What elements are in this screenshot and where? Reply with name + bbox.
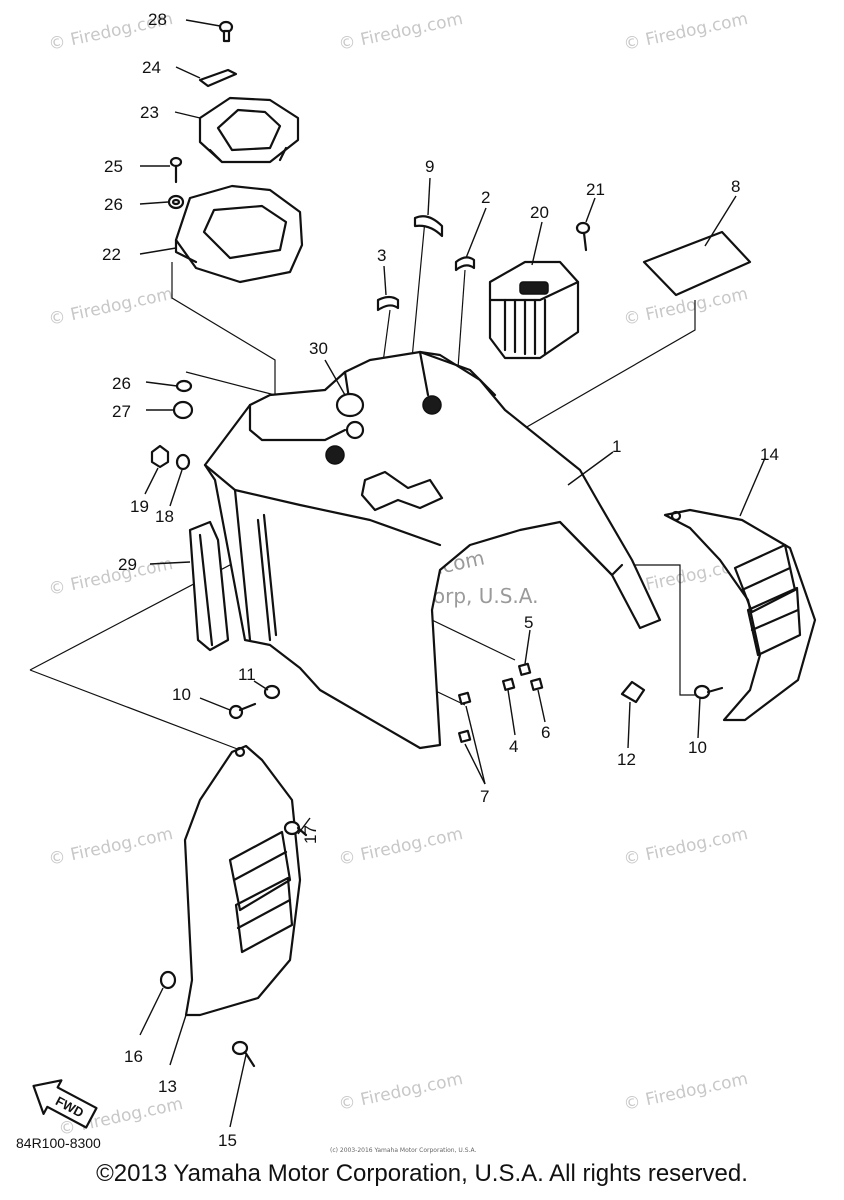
part-1-front-cover xyxy=(203,350,662,750)
part-10-bolt-right xyxy=(693,684,724,700)
callout-21: 21 xyxy=(586,180,605,199)
callout-22: 22 xyxy=(102,245,121,264)
part-23-bezel xyxy=(198,96,300,164)
watermark: © Firedog.com xyxy=(47,284,175,330)
callout-15: 15 xyxy=(218,1131,237,1150)
part-27-grommet xyxy=(172,400,194,420)
callout-27: 27 xyxy=(112,402,131,421)
callout-19: 19 xyxy=(130,497,149,516)
callout-11: 11 xyxy=(238,665,256,684)
tiny-copyright-notice: (c) 2003-2016 Yamaha Motor Corporation, … xyxy=(330,1147,476,1154)
callout-12: 12 xyxy=(617,750,636,769)
watermark: © Firedog.com xyxy=(622,1069,750,1115)
part-19-nut xyxy=(150,444,170,469)
callout-10-left: 10 xyxy=(172,685,191,704)
part-10-bolt-left xyxy=(228,702,257,720)
part-8-label xyxy=(642,230,752,297)
part-25-bolt xyxy=(169,156,183,184)
part-12-clip xyxy=(620,680,646,704)
callout-20: 20 xyxy=(530,203,549,222)
leader-lines xyxy=(139,19,766,1128)
diagram-code: 84R100-8300 xyxy=(16,1135,101,1151)
watermark: © Firedog.com xyxy=(47,554,175,600)
copyright-footer: ©2013 Yamaha Motor Corporation, U.S.A. A… xyxy=(96,1160,748,1187)
part-9-clip xyxy=(413,215,444,238)
callout-24: 24 xyxy=(142,58,161,77)
watermark: © Firedog.com xyxy=(47,824,175,870)
callout-14: 14 xyxy=(760,445,779,464)
callout-29: 29 xyxy=(118,555,137,574)
watermark: © Firedog.com xyxy=(337,9,465,55)
part-26-nut-lower xyxy=(175,379,193,393)
callout-28: 28 xyxy=(148,10,167,29)
part-13-left-cover xyxy=(183,744,302,1017)
part-21-screw xyxy=(575,221,591,252)
part-26-nut xyxy=(167,194,185,210)
watermark: © Firedog.com xyxy=(622,824,750,870)
callout-numbers: 28 24 23 25 26 22 9 2 3 20 21 8 30 26 27… xyxy=(102,10,779,1150)
watermark: © Firedog.com xyxy=(622,9,750,55)
part-29-bracket xyxy=(188,520,230,652)
callout-1: 1 xyxy=(612,437,621,456)
part-11-washer xyxy=(263,684,281,700)
callout-16: 16 xyxy=(124,1047,143,1066)
part-28-screw xyxy=(218,20,234,43)
callout-4: 4 xyxy=(509,737,518,756)
callout-9: 9 xyxy=(425,157,434,176)
part-24-plate xyxy=(198,68,238,88)
callout-23: 23 xyxy=(140,103,159,122)
part-18-washer xyxy=(175,453,191,471)
callout-6: 6 xyxy=(541,723,550,742)
callout-26-upper: 26 xyxy=(104,195,123,214)
callout-10-right: 10 xyxy=(688,738,707,757)
part-16-grommet xyxy=(159,970,177,990)
part-22-bezel xyxy=(174,184,304,284)
part-30-knob xyxy=(335,392,365,418)
callout-26-lower: 26 xyxy=(112,374,131,393)
part-17-screw xyxy=(283,820,308,837)
part-4-clip xyxy=(502,677,516,691)
part-5-clip xyxy=(518,662,532,676)
part-7-clip-a xyxy=(458,691,472,705)
callout-8: 8 xyxy=(731,177,740,196)
callout-7: 7 xyxy=(480,787,489,806)
callout-25: 25 xyxy=(104,157,123,176)
part-3-clip xyxy=(376,295,400,312)
callout-5: 5 xyxy=(524,613,533,632)
watermark: © Firedog.com xyxy=(337,1069,465,1115)
callout-18: 18 xyxy=(155,507,174,526)
callout-13: 13 xyxy=(158,1077,177,1096)
part-7-clip-b xyxy=(458,729,472,743)
watermark: © Firedog.com xyxy=(337,824,465,870)
part-14-right-cover xyxy=(663,508,817,722)
part-2-clip xyxy=(454,256,476,272)
callout-17: 17 xyxy=(301,825,320,844)
callout-30: 30 xyxy=(309,339,328,358)
part-15-bolt xyxy=(231,1040,256,1068)
callout-3: 3 xyxy=(377,246,386,265)
callout-2: 2 xyxy=(481,188,490,207)
part-6-clip xyxy=(530,677,544,691)
part-20-box xyxy=(488,260,580,360)
